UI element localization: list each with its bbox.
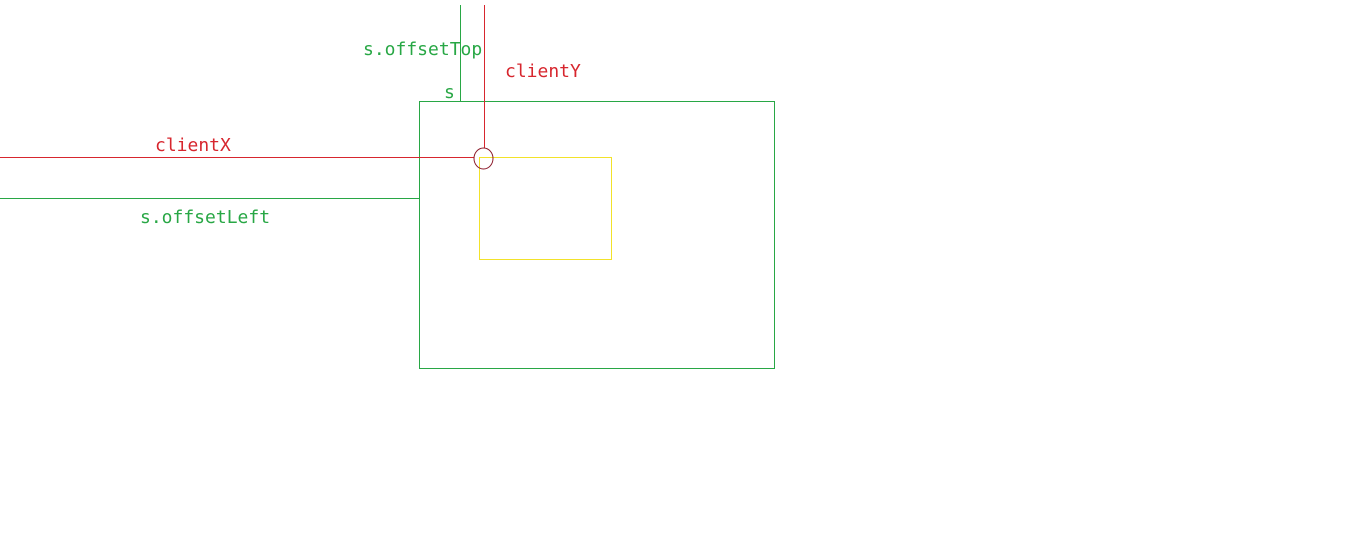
client-x-label: clientX [155, 135, 231, 156]
client-y-label: clientY [505, 61, 581, 82]
element-s-box [419, 101, 775, 369]
element-s-label: s [444, 82, 455, 103]
cursor-circle [473, 147, 494, 170]
offset-left-label: s.offsetLeft [140, 207, 270, 228]
inner-box [479, 157, 612, 260]
offset-top-label: s.offsetTop [363, 39, 482, 60]
